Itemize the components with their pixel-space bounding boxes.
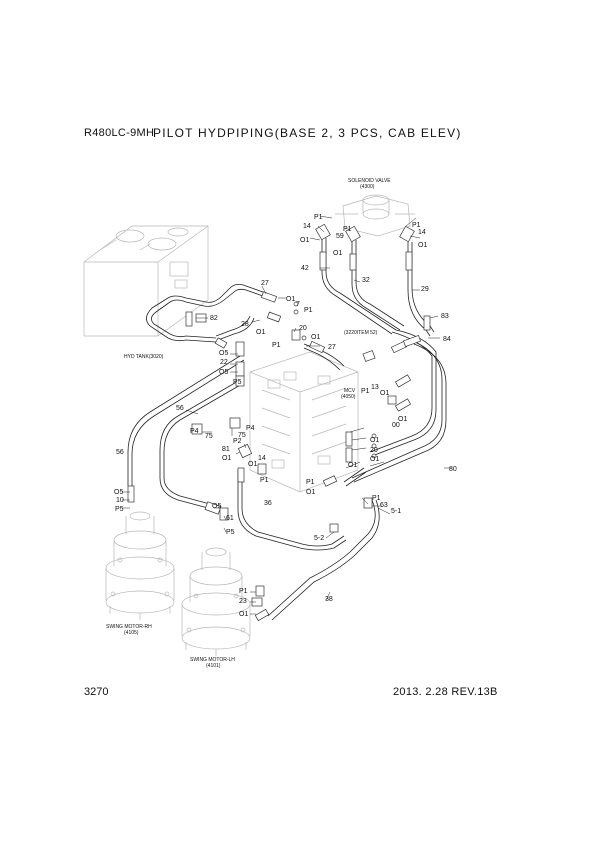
callout: O1 — [398, 416, 407, 423]
callout: P5 — [233, 379, 242, 386]
label-item52: (3220ITEM 52) — [344, 330, 378, 336]
callout: 13 — [371, 384, 379, 391]
callout: 82 — [210, 315, 218, 322]
callout: 5-2 — [314, 535, 324, 542]
page-title: PILOT HYDPIPING(BASE 2, 3 PCS, CAB ELEV) — [153, 126, 462, 140]
callout: O1 — [222, 455, 231, 462]
callout: O5 — [114, 489, 123, 496]
callout: P1 — [260, 477, 269, 484]
label-swing-motor-lh-code: (4101) — [206, 663, 221, 669]
callout: 14 — [303, 223, 311, 230]
callout: O1 — [348, 462, 357, 469]
callout: P4 — [246, 425, 255, 432]
callout: O1 — [300, 237, 309, 244]
label-hyd-tank: HYD TANK(3020) — [124, 354, 164, 360]
callout: P1 — [412, 222, 421, 229]
part-callouts: P1 14 O1 59 P1 P1 14 O1 42 O1 32 29 83 8… — [114, 214, 457, 618]
callout: 00 — [392, 422, 400, 429]
callout: O5 — [212, 503, 221, 510]
label-mcv: MCV — [344, 388, 356, 394]
callout: 7 — [296, 301, 300, 308]
callout: 75 — [205, 433, 213, 440]
callout: 59 — [336, 233, 344, 240]
callout: 20 — [370, 447, 378, 454]
callout: O5 — [219, 369, 228, 376]
callout: 5-1 — [391, 508, 401, 515]
callout: O1 — [380, 390, 389, 397]
callout: P1 — [314, 214, 323, 221]
swing-motor-rh-drawing — [105, 511, 175, 620]
revision-date: 2013. 2.28 REV.13B — [393, 686, 498, 698]
callout: P5 — [226, 529, 235, 536]
swing-motor-lh-drawing — [181, 547, 251, 656]
label-swing-motor-rh-code: (4105) — [124, 630, 139, 636]
callout: O1 — [248, 461, 257, 468]
label-mcv-code: (4050) — [341, 394, 356, 400]
callout: 36 — [264, 500, 272, 507]
callout: O1 — [370, 456, 379, 463]
callout: 23 — [239, 598, 247, 605]
callout: 29 — [421, 286, 429, 293]
callout: 22 — [220, 359, 228, 366]
label-solenoid-valve: SOLENOID VALVE — [348, 178, 391, 184]
callout: 20 — [299, 325, 307, 332]
page-number: 3270 — [84, 686, 109, 698]
callout: 14 — [258, 455, 266, 462]
callout: P2 — [233, 438, 242, 445]
callout: P1 — [304, 307, 313, 314]
callout: 28 — [241, 321, 249, 328]
component-labels: SOLENOID VALVE (4300) HYD TANK(3020) MCV… — [106, 178, 391, 669]
callout: 27 — [261, 280, 269, 287]
callout: O1 — [370, 437, 379, 444]
solenoid-valve-drawing — [335, 194, 415, 237]
callout: 63 — [380, 502, 388, 509]
callout: 81 — [222, 446, 230, 453]
hyd-tank-drawing — [83, 225, 209, 337]
model-number: R480LC-9MH — [84, 127, 155, 139]
label-swing-motor-lh: SWING MOTOR-LH — [190, 657, 235, 663]
callout: P1 — [372, 495, 381, 502]
callout: 83 — [441, 313, 449, 320]
leader-lines — [122, 215, 452, 615]
callout: O1 — [311, 334, 320, 341]
callout: O1 — [256, 329, 265, 336]
callout: 32 — [362, 277, 370, 284]
callout: P1 — [361, 388, 370, 395]
callout: P5 — [115, 506, 124, 513]
callout: O1 — [239, 611, 248, 618]
callout: 61 — [226, 515, 234, 522]
callout: O1 — [306, 489, 315, 496]
callout: 75 — [238, 432, 246, 439]
callout: O1 — [333, 250, 342, 257]
mcv-drawing — [249, 351, 359, 493]
callout: P1 — [343, 226, 352, 233]
callout: 10 — [116, 497, 124, 504]
callout: 84 — [443, 336, 451, 343]
callout: 56 — [176, 405, 184, 412]
label-swing-motor-rh: SWING MOTOR-RH — [106, 624, 152, 630]
callout: 42 — [301, 265, 309, 272]
callout: 27 — [328, 344, 336, 351]
fittings — [127, 223, 431, 622]
label-solenoid-code: (4300) — [360, 184, 375, 190]
callout: 14 — [418, 229, 426, 236]
callout: 38 — [325, 596, 333, 603]
callout: P1 — [239, 588, 248, 595]
callout: O1 — [286, 296, 295, 303]
callout: 80 — [449, 466, 457, 473]
callout: P4 — [190, 428, 199, 435]
callout: P1 — [306, 479, 315, 486]
callout: O5 — [219, 350, 228, 357]
callout: O1 — [418, 242, 427, 249]
callout: P1 — [272, 342, 281, 349]
callout: 56 — [116, 449, 124, 456]
